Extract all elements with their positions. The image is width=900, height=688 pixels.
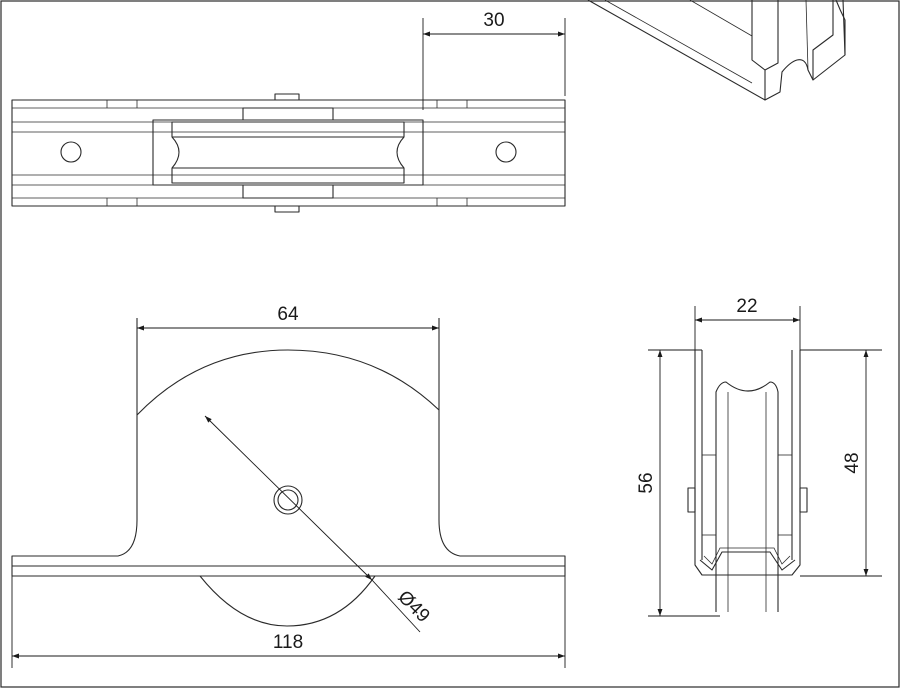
dimension-22: 22 [694,296,801,350]
dimension-64: 64 [137,304,439,331]
dimension-diameter-label: Ø49 [393,587,433,627]
dimension-56: 56 [636,349,720,617]
dimension-30-label: 30 [483,10,504,31]
front-view: Ø49 [11,318,566,633]
dimension-48-label: 48 [842,452,863,473]
dimension-22-label: 22 [736,296,757,317]
plan-view [11,93,566,213]
dimension-30: 30 [422,10,566,110]
dimension-48: 48 [800,349,882,577]
dimension-64-label: 64 [277,304,299,325]
side-view [687,350,808,612]
dimension-56-label: 56 [636,472,657,493]
dimension-118: 118 [11,576,566,668]
dimension-118-label: 118 [273,632,303,653]
rail-isometric-view [587,0,846,101]
